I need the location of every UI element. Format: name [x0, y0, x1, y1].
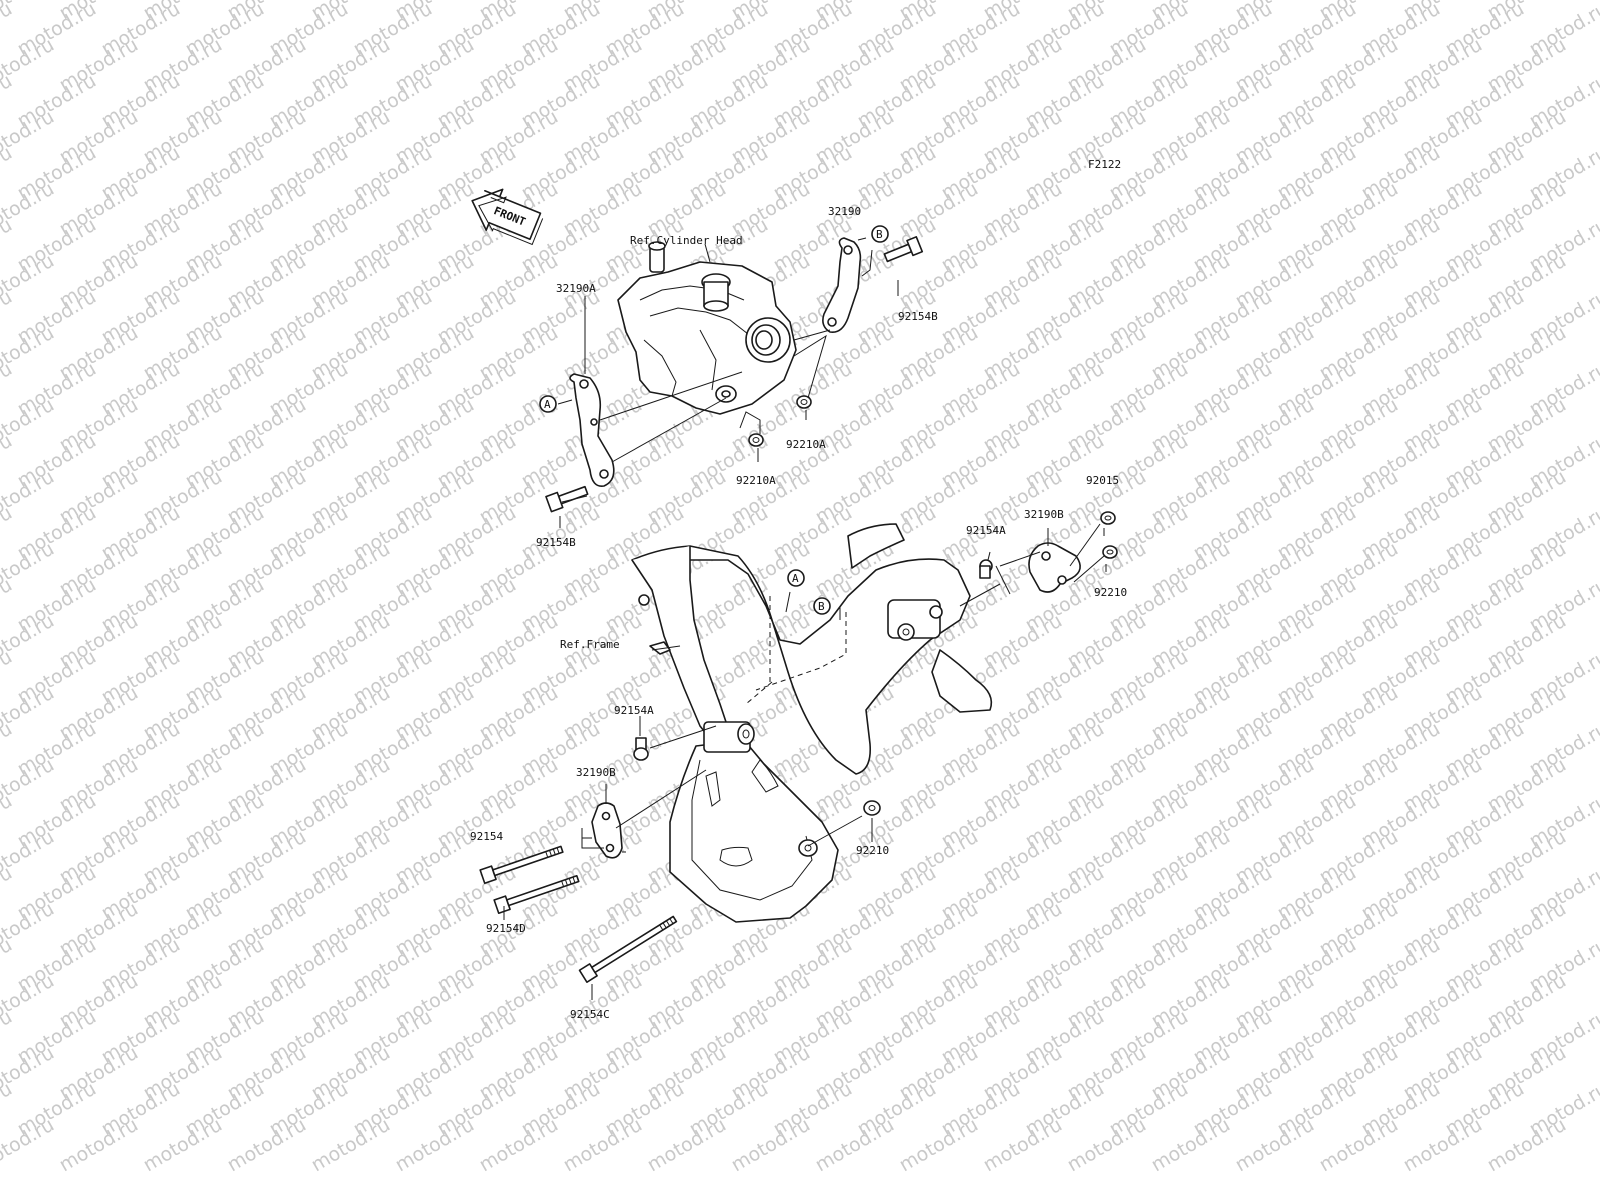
label-32190b-right: 32190B [1024, 508, 1064, 521]
svg-text:B: B [818, 600, 825, 613]
bolt-92154c [578, 915, 678, 983]
watermark-text: motod.ru [0, 790, 16, 853]
nut-92210-right [1102, 545, 1118, 559]
label-92210-right: 92210 [1094, 586, 1127, 599]
bracket-32190b-right [1028, 542, 1081, 593]
svg-text:A: A [544, 398, 551, 411]
watermark-text: motod.ru [0, 214, 16, 277]
bolt-92154d [493, 874, 580, 915]
watermark-text: motod.ru [0, 358, 16, 421]
watermark-text: motod.ru [0, 718, 16, 781]
cylinder-head [617, 241, 797, 415]
nut-92210-bottom [863, 800, 881, 816]
watermark-text: motod.ru [0, 0, 16, 60]
watermark-text: motod.ru [0, 934, 16, 997]
bolt-92154b-upper [883, 236, 924, 263]
watermark-text: motod.ru [0, 1078, 16, 1141]
bracket-32190a [569, 373, 615, 487]
nut-92015 [1100, 511, 1116, 525]
ref-frame-label: Ref.Frame [560, 638, 620, 651]
svg-text:A: A [792, 572, 799, 585]
watermark-text: motod.ru [0, 646, 16, 709]
label-92154: 92154 [470, 830, 503, 843]
label-92154a-right: 92154A [966, 524, 1006, 537]
label-92015: 92015 [1086, 474, 1119, 487]
watermark-text: motod.ru [0, 286, 16, 349]
label-32190a: 32190A [556, 282, 596, 295]
watermark-text: motod.ru [0, 574, 16, 637]
label-92210a-right: 92210A [786, 438, 826, 451]
marker-a-upper: A [539, 395, 557, 413]
front-arrow-icon: FRONT [471, 188, 544, 246]
bolt-92154b-lower [545, 485, 589, 513]
label-92154b-lower: 92154B [536, 536, 576, 549]
watermark-text: motod.ru [0, 142, 16, 205]
bracket-32190b-left [591, 802, 623, 859]
marker-b-upper: B [871, 225, 889, 243]
label-92210a-left: 92210A [736, 474, 776, 487]
marker-a-frame: A [787, 569, 805, 587]
label-92154b-upper: 92154B [898, 310, 938, 323]
ref-cylinder-head-label: Ref.Cylinder Head [630, 234, 743, 247]
bracket-32190 [822, 237, 862, 334]
bolt-92154 [479, 845, 564, 885]
watermark-text: motod.ru [0, 70, 16, 133]
label-92154d: 92154D [486, 922, 526, 935]
svg-text:B: B [876, 228, 883, 241]
frame [631, 523, 993, 923]
label-92210-bottom: 92210 [856, 844, 889, 857]
watermark-text: motod.ru [0, 1006, 16, 1069]
marker-b-frame: B [813, 597, 831, 615]
nut-92210a-right [796, 395, 812, 409]
label-32190: 32190 [828, 205, 861, 218]
label-32190b-left: 32190B [576, 766, 616, 779]
label-92154c: 92154C [570, 1008, 610, 1021]
figure-code: F2122 [1088, 158, 1121, 171]
watermark-text: motod.ru [0, 502, 16, 565]
watermark-text: motod.ru [0, 430, 16, 493]
watermark-text: motod.ru [0, 1114, 58, 1177]
watermark-text: motod.ru [0, 862, 16, 925]
label-92154a-left: 92154A [614, 704, 654, 717]
bolt-92154a-right [979, 559, 993, 579]
nut-92210a-left [748, 433, 764, 447]
bolt-92154a-left [633, 737, 649, 761]
